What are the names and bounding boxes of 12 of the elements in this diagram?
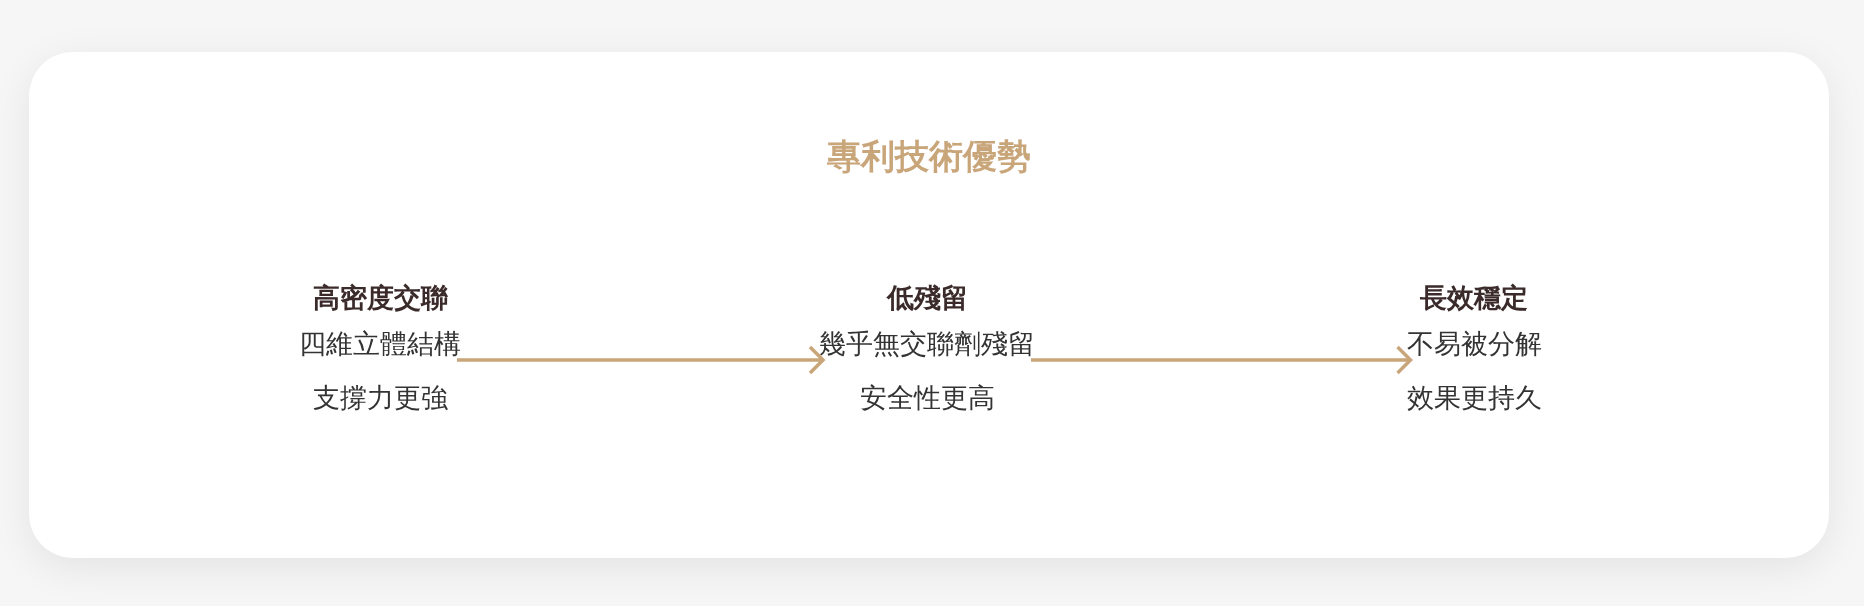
item-text: 效果更持久 [1406, 382, 1542, 415]
arrow [1031, 345, 1413, 375]
item-heading: 低殘留 [886, 282, 968, 315]
title: 專利技術優勢 [827, 137, 1031, 175]
item-text: 支撐力更強 [312, 382, 448, 415]
item-text: 不易被分解 [1406, 328, 1542, 361]
item-text: 安全性更高 [859, 382, 995, 415]
item-text: 四維立體結構 [299, 328, 461, 361]
item-heading: 長效穩定 [1420, 282, 1528, 315]
arrow [457, 345, 826, 375]
item-text: 幾乎無交聯劑殘留 [819, 328, 1035, 361]
item-heading: 高密度交聯 [312, 282, 448, 315]
